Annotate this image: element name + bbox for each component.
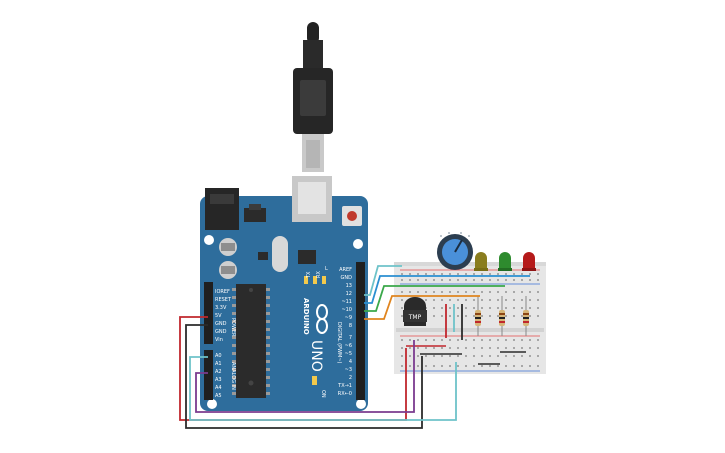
pin-label: 7 [349,335,352,341]
temperature-sensor: TMP [403,297,427,326]
pin-label: RESET [215,297,232,303]
pin-label: 12 [346,291,352,297]
model-label: UNO [308,340,324,372]
arduino-board: IOREF RESET 3.3V 5V GND GND Vin POWER A0… [200,176,368,411]
pin-label: 3.3V [215,305,227,311]
potentiometer[interactable] [437,232,473,270]
power-header-label: POWER [230,318,236,337]
resistor [523,296,529,336]
wire-teal-top [364,265,402,296]
pin-label: 5V [215,313,222,319]
wire-green [364,285,505,312]
power-wires [179,316,457,429]
analog-pin-labels: A0 A1 A2 A3 A4 A5 [215,353,222,399]
digital-header-label: DIGITAL (PWM~) [336,322,342,364]
pin-label: A3 [215,377,222,383]
resistor [499,296,505,336]
digital-pin-labels: AREF GND 13 12 ~11 ~10 ~9 8 7 ~6 ~5 4 ~3… [337,267,352,397]
voltage-regulator [244,208,266,222]
pin-label: AREF [339,267,352,273]
pin-label: A0 [215,353,222,359]
pin-label: GND [215,329,227,335]
analog-header [204,350,213,400]
pin-label: IOREF [215,289,230,295]
pin-label: 8 [349,323,352,329]
wire-red [179,316,407,421]
pin-label: A1 [215,361,222,367]
pin-label: RX←0 [338,391,352,397]
led-green [498,252,512,271]
pin-label: Vin [215,337,223,343]
brand-label: ARDUINO [302,298,310,335]
arduino-logo [316,304,328,334]
resistor [475,296,481,336]
pin-label: ~5 [345,351,352,357]
pin-label: 4 [349,359,352,365]
crystal-oscillator [272,236,288,272]
tx-label: TX [306,271,312,279]
pin-label: ~9 [345,315,352,321]
wire-teal [189,356,457,421]
pin-label: GND [215,321,227,327]
pin-label: A4 [215,385,222,391]
pin-label: A5 [215,393,222,399]
l-label: L [325,266,328,272]
rx-label: RX [316,271,322,278]
pin-label: A2 [215,369,222,375]
pin-label: ~11 [341,299,352,305]
usb-cable [293,22,333,172]
wire-orange [364,295,480,320]
pin-label: ~3 [345,367,352,373]
led-red [522,252,536,271]
led-yellow [474,252,488,271]
pin-label: ~6 [345,343,352,349]
pin-label: TX→1 [337,383,352,389]
digital-header [356,262,365,400]
atmega-chip [236,284,266,398]
power-header [204,282,213,344]
wire-blue [364,275,530,304]
pin-label: 2 [349,375,352,381]
on-label: ON [320,390,326,398]
signal-wires [364,265,530,320]
wire-purple [195,340,415,413]
wire-black [185,324,423,429]
pin-label: 13 [346,283,352,289]
power-pin-labels: IOREF RESET 3.3V 5V GND GND Vin [215,289,232,343]
pin-label: ~10 [341,307,352,313]
pin-label: GND [341,275,353,281]
sensor-label: TMP [408,314,422,321]
analog-header-label: ANALOG IN [230,362,236,390]
